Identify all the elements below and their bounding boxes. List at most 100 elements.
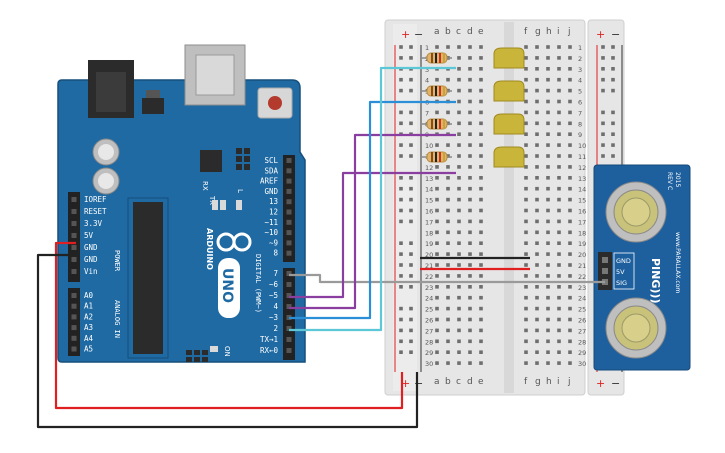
reset-button-cap[interactable] (268, 96, 282, 110)
row-number: 5 (578, 88, 582, 96)
breadboard-hole (568, 56, 572, 60)
analog-label: ANALOG IN (113, 300, 121, 338)
breadboard-hole (568, 328, 572, 333)
rail-hole (399, 208, 403, 213)
header-pin (286, 271, 292, 276)
voltage-regulator-tab (146, 90, 160, 98)
rail-hole (611, 154, 615, 158)
breadboard-hole (468, 154, 472, 158)
breadboard-hole (568, 252, 572, 256)
digital-header-top (283, 155, 295, 262)
breadboard-left-rail-strip (393, 24, 417, 391)
header-pin (286, 178, 292, 184)
breadboard-hole (524, 176, 528, 180)
breadboard-hole (435, 208, 439, 213)
rail-hole (399, 45, 403, 49)
breadboard-hole (535, 186, 539, 191)
resistor (426, 85, 448, 97)
sensor-pin-labels-box (613, 252, 635, 290)
sensor-year: 2015 (674, 172, 681, 187)
icsp-pin (194, 357, 200, 362)
rail-hole (399, 339, 403, 344)
breadboard-hole (546, 45, 550, 49)
column-letter: f (524, 27, 528, 37)
breadboard-hole (524, 197, 528, 202)
breadboard-hole (446, 45, 450, 49)
rail-hole (399, 77, 403, 82)
breadboard-hole (457, 306, 461, 311)
led (493, 146, 525, 168)
rail-hole (611, 143, 615, 147)
breadboard-hole (535, 143, 539, 147)
breadboard-hole (468, 263, 472, 267)
breadboard-hole (479, 274, 483, 278)
breadboard-hole (435, 295, 439, 300)
breadboard-hole (524, 77, 528, 82)
breadboard-hole (524, 110, 528, 115)
resistor-band (443, 86, 445, 96)
row-number: 16 (425, 208, 433, 216)
row-number: 19 (578, 240, 586, 248)
led-tx (212, 200, 218, 210)
icsp-pin (244, 156, 250, 162)
header-pin (71, 303, 77, 309)
digital-pin-label: GND (264, 187, 278, 196)
breadboard-hole (468, 339, 472, 344)
header-pin (71, 346, 77, 352)
column-letter: h (546, 377, 552, 387)
column-letter: d (467, 27, 473, 37)
column-letter: d (467, 377, 473, 387)
breadboard-hole (535, 121, 539, 126)
row-number: 7 (578, 109, 582, 117)
header-pin (286, 168, 292, 174)
breadboard-hole (457, 350, 461, 354)
breadboard-hole (457, 219, 461, 224)
breadboard-hole (535, 56, 539, 60)
power-pin-label: IOREF (84, 195, 107, 204)
breadboard-hole (446, 110, 450, 115)
breadboard-hole (457, 197, 461, 202)
breadboard-hole (535, 306, 539, 311)
breadboard-hole (524, 285, 528, 289)
breadboard-hole (568, 67, 572, 71)
row-number: 18 (578, 229, 586, 237)
breadboard-hole (446, 208, 450, 213)
breadboard-hole (557, 317, 561, 322)
icsp-pin (236, 156, 242, 162)
rail-hole (399, 110, 403, 115)
column-letter: a (434, 377, 440, 387)
breadboard-hole (479, 219, 483, 224)
breadboard-hole (535, 263, 539, 267)
rail-hole (409, 77, 413, 82)
row-number: 15 (425, 197, 433, 205)
breadboard-hole (468, 295, 472, 300)
rail-hole (601, 132, 605, 136)
analog-pin-label: A1 (84, 302, 93, 311)
breadboard-hole (457, 56, 461, 60)
breadboard-hole (568, 165, 572, 169)
breadboard-hole (435, 45, 439, 49)
on-led (210, 346, 218, 352)
resistor-band (439, 152, 441, 162)
breadboard-hole (435, 176, 439, 180)
rail-hole (399, 176, 403, 180)
breadboard-hole (568, 274, 572, 278)
breadboard-hole (535, 361, 539, 365)
breadboard-hole (457, 67, 461, 71)
digital-pin-label: SDA (264, 166, 278, 175)
icsp-pin (236, 164, 242, 170)
breadboard-hole (468, 67, 472, 71)
breadboard-hole (457, 241, 461, 245)
led-rx (220, 200, 226, 210)
breadboard-hole (446, 328, 450, 333)
breadboard-hole (535, 99, 539, 104)
resistor (426, 52, 448, 64)
rail-hole (399, 186, 403, 191)
header-pin (71, 209, 77, 214)
breadboard-hole (546, 110, 550, 115)
row-number: 24 (425, 295, 433, 303)
wire-pin5 (289, 171, 456, 299)
breadboard-hole (557, 143, 561, 147)
rail-hole (399, 317, 403, 322)
